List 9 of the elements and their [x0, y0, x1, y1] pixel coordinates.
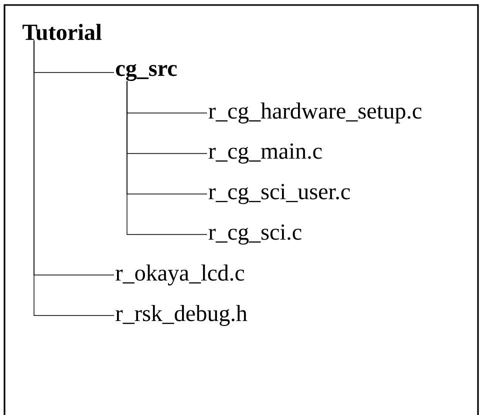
file-name: r_cg_sci_user.c [208, 184, 350, 204]
file-name: r_okaya_lcd.c [116, 264, 244, 286]
tree-branch-line [126, 80, 208, 235]
folder-name: Tutorial [22, 24, 102, 40]
file-name: r_cg_hardware_setup.c [208, 102, 422, 124]
file-name: r_cg_main.c [208, 143, 322, 164]
file-name: r_rsk_debug.h [116, 305, 248, 326]
file-name: r_cg_sci.c [208, 224, 302, 245]
folder-name: cg_src [116, 64, 177, 81]
